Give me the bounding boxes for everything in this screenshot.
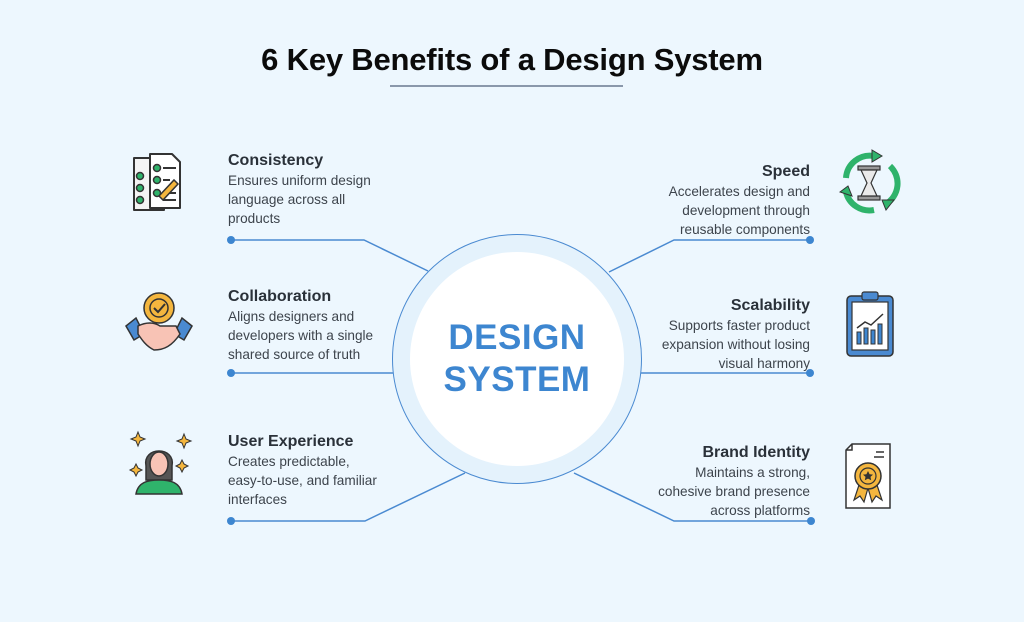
benefit-description-line: visual harmony <box>718 356 810 371</box>
benefit-user-experience: User Experience Creates predictable, eas… <box>228 432 428 509</box>
benefit-title: Collaboration <box>228 288 332 305</box>
benefit-description-line: Supports faster product <box>668 318 810 333</box>
benefit-speed: Speed Accelerates design and development… <box>610 162 810 239</box>
benefit-title: User Experience <box>228 433 354 450</box>
user-sparkles-icon <box>124 428 194 498</box>
benefit-description-line: across platforms <box>710 503 810 518</box>
benefit-brand-identity: Brand Identity Maintains a strong, cohes… <box>610 443 810 520</box>
benefit-description-line: Maintains a strong, <box>695 465 810 480</box>
benefit-description-line: development through <box>682 203 810 218</box>
connector-dot <box>227 517 235 525</box>
benefit-description-line: reusable components <box>680 222 810 237</box>
hourglass-cycle-icon <box>834 148 904 218</box>
clipboard-growth-chart-icon <box>835 290 905 360</box>
benefit-description-line: Ensures uniform design <box>228 173 371 188</box>
benefit-description-line: easy-to-use, and familiar <box>228 473 377 488</box>
benefit-scalability: Scalability Supports faster product expa… <box>610 296 810 373</box>
benefit-description-line: shared source of truth <box>228 347 361 362</box>
benefit-description-line: Aligns designers and <box>228 309 355 324</box>
benefit-description-line: expansion without losing <box>661 337 810 352</box>
center-circle: DESIGN SYSTEM <box>410 252 624 466</box>
benefit-description-line: products <box>228 211 281 226</box>
connector-user-experience <box>231 472 466 522</box>
benefit-description-line: developers with a single <box>228 328 374 343</box>
handshake-badge-icon <box>124 288 194 358</box>
benefit-collaboration: Collaboration Aligns designers and devel… <box>228 287 428 364</box>
certificate-award-icon <box>838 440 908 510</box>
connector-consistency <box>231 239 429 272</box>
benefit-description-line: Accelerates design and <box>668 184 810 199</box>
connector-dot <box>806 369 814 377</box>
connector-speed <box>608 239 810 273</box>
center-label-line1: DESIGN <box>448 318 586 357</box>
connector-dot <box>227 236 235 244</box>
benefit-description-line: interfaces <box>228 492 287 507</box>
benefit-description-line: language across all <box>228 192 346 207</box>
benefit-title: Consistency <box>228 152 324 169</box>
connector-brand-identity <box>573 472 811 522</box>
benefit-consistency: Consistency Ensures uniform design langu… <box>228 151 428 228</box>
connector-dot <box>806 236 814 244</box>
benefit-title: Scalability <box>730 297 810 314</box>
connector-dot <box>807 517 815 525</box>
benefit-title: Brand Identity <box>702 444 810 461</box>
page-title: 6 Key Benefits of a Design System <box>261 42 763 77</box>
benefit-title: Speed <box>761 163 810 180</box>
benefit-description-line: cohesive brand presence <box>658 484 810 499</box>
checklist-documents-icon <box>124 150 194 220</box>
benefit-description-line: Creates predictable, <box>228 454 350 469</box>
center-label-line2: SYSTEM <box>443 360 591 399</box>
title-underline <box>390 85 623 87</box>
connector-dot <box>227 369 235 377</box>
